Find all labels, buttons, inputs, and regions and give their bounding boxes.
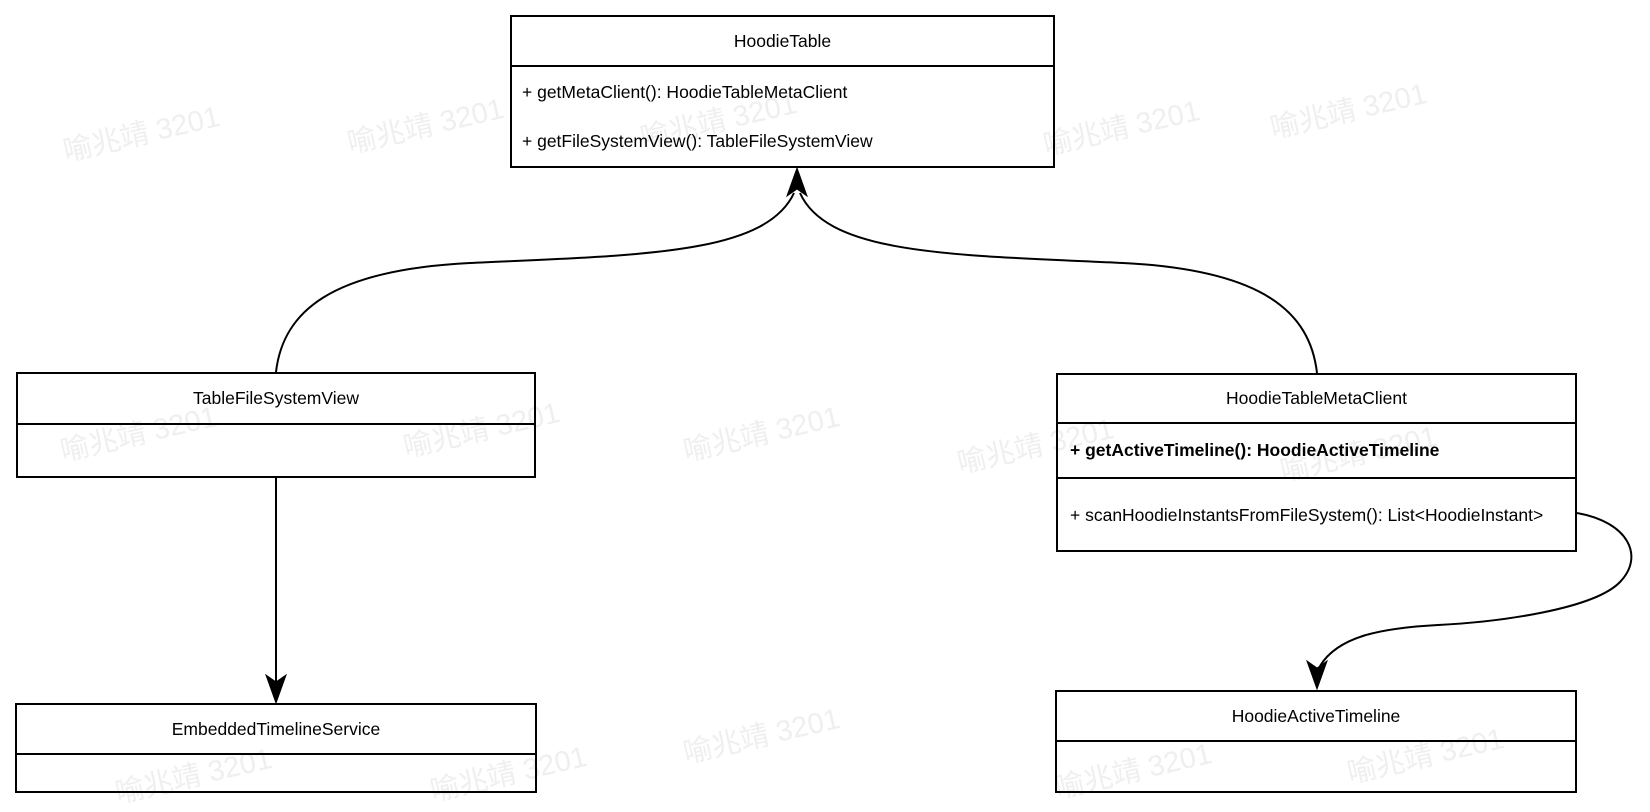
empty-compartment-tablefilesystemview [18, 423, 534, 476]
class-title-tablefilesystemview: TableFileSystemView [193, 388, 359, 408]
class-box-hoodietablemetaclient: HoodieTableMetaClient + getActiveTimelin… [1056, 373, 1577, 552]
empty-compartment-embeddedtimelineservice [17, 753, 535, 791]
class-box-embeddedtimelineservice: EmbeddedTimelineService [15, 703, 537, 793]
empty-compartment-hoodieactivetimeline [1057, 740, 1575, 791]
method-scanhoodieinstants: + scanHoodieInstantsFromFileSystem(): Li… [1058, 477, 1575, 550]
method-getactivetimeline: + getActiveTimeline(): HoodieActiveTimel… [1058, 422, 1575, 477]
class-box-tablefilesystemview: TableFileSystemView [16, 372, 536, 478]
watermark-text: 喻兆靖 3201 [1267, 77, 1431, 146]
class-title-hoodietablemetaclient: HoodieTableMetaClient [1226, 388, 1407, 408]
watermark-text: 喻兆靖 3201 [680, 400, 844, 469]
arrowhead-down-hoodieactivetimeline [1306, 659, 1328, 691]
watermark-text: 喻兆靖 3201 [60, 100, 224, 169]
class-box-hoodietable: HoodieTable + getMetaClient(): HoodieTab… [510, 15, 1055, 168]
class-title-hoodietable: HoodieTable [733, 30, 832, 51]
watermark-text: 喻兆靖 3201 [344, 92, 508, 161]
method-getfilesystemview: + getFileSystemView(): TableFileSystemVi… [522, 131, 873, 152]
class-title-hoodieactivetimeline: HoodieActiveTimeline [1231, 705, 1401, 726]
connector-tablefilesystemview-to-hoodietable [275, 192, 795, 373]
class-box-hoodieactivetimeline: HoodieActiveTimeline [1055, 690, 1577, 793]
methods-compartment-hoodietable: + getMetaClient(): HoodieTableMetaClient… [512, 65, 1053, 166]
watermark-text: 喻兆靖 3201 [680, 702, 844, 771]
arrowhead-up-hoodietable [786, 166, 808, 198]
method-getmetaclient: + getMetaClient(): HoodieTableMetaClient [522, 81, 848, 102]
class-title-embeddedtimelineservice: EmbeddedTimelineService [171, 718, 381, 739]
watermark-text: 喻兆靖 3201 [1040, 94, 1204, 163]
connector-hoodietablemetaclient-to-hoodietable [799, 192, 1318, 374]
arrowhead-down-embeddedtimelineservice [265, 673, 287, 705]
